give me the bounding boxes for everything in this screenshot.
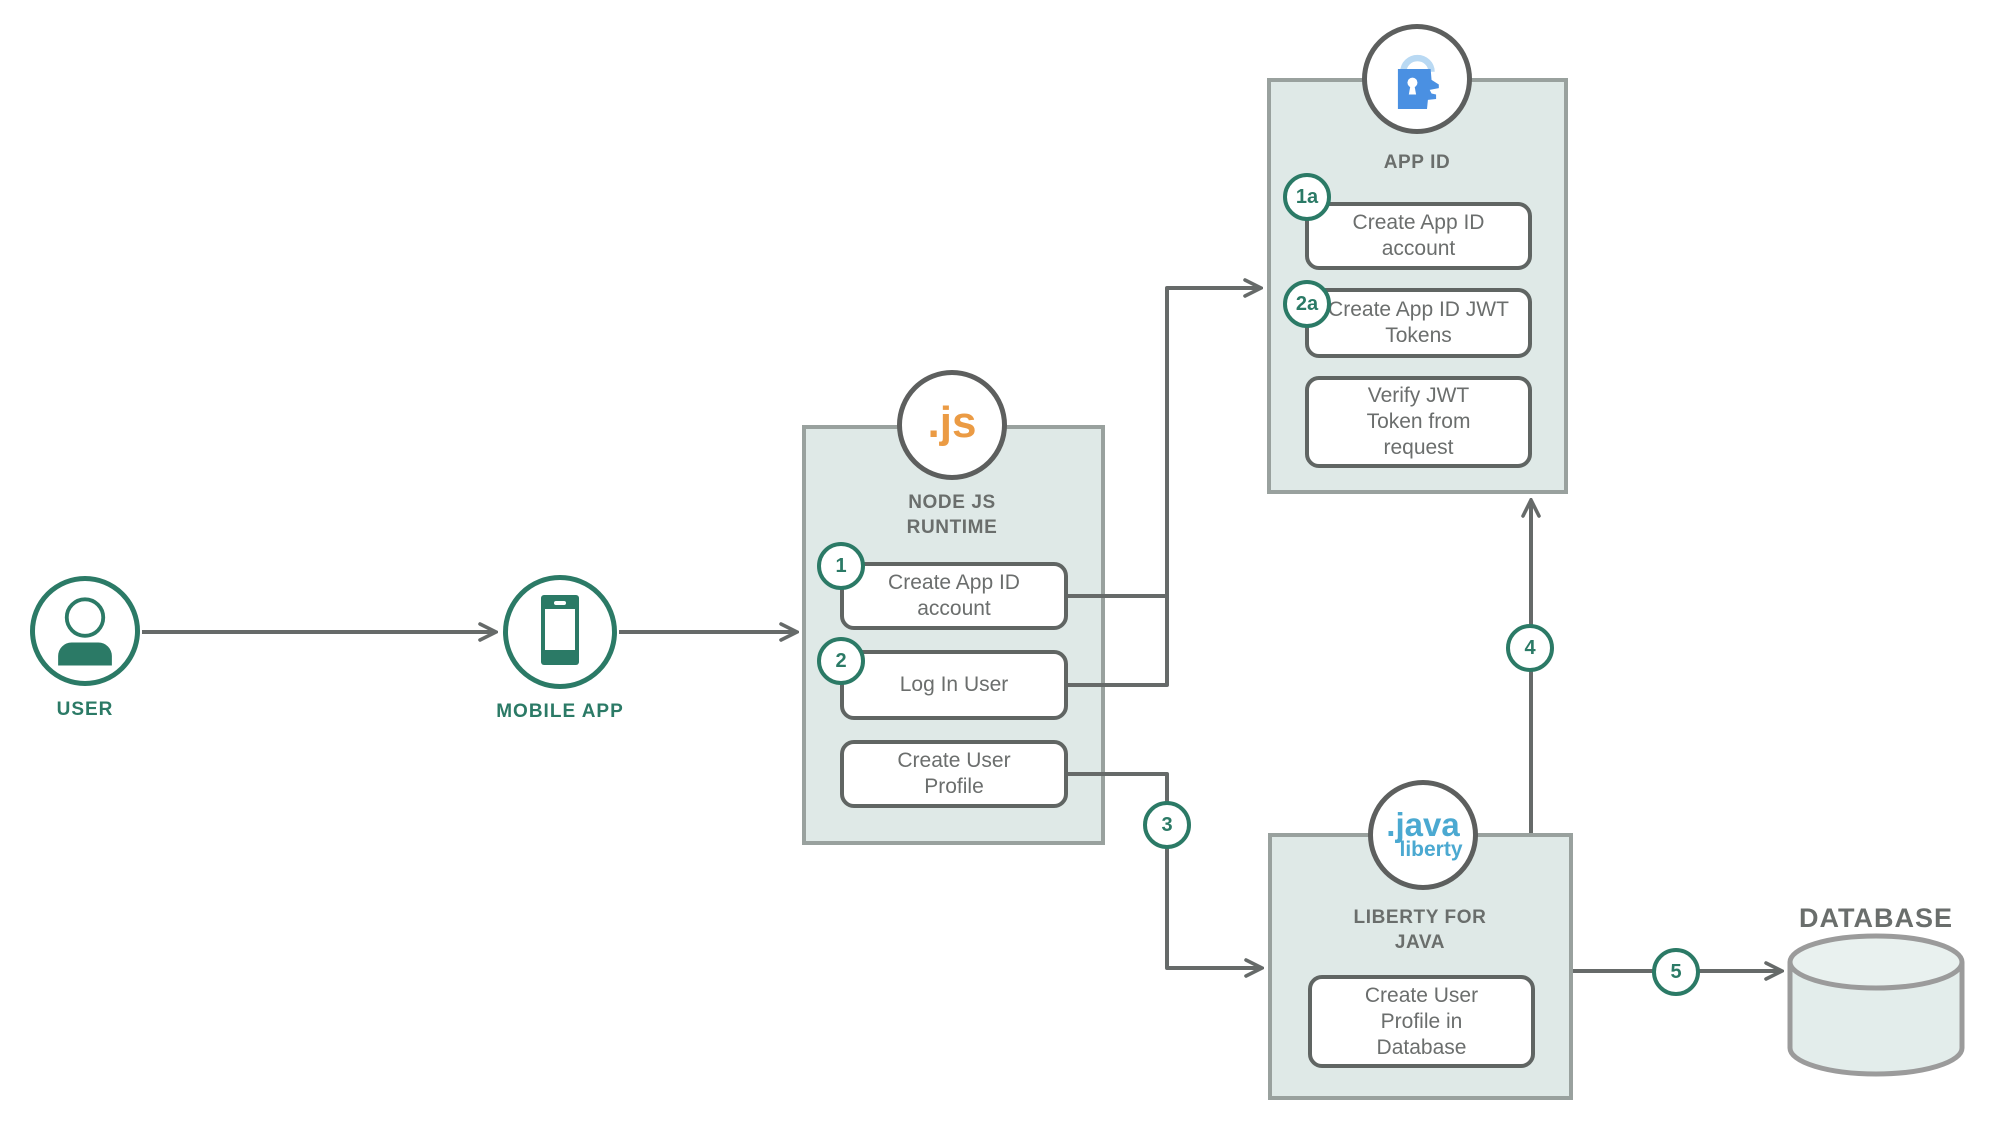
user-icon (58, 597, 112, 666)
nodejs-runtime-title: NODE JS RUNTIME (852, 490, 1052, 540)
badge-step-5: 5 (1652, 948, 1700, 996)
step-verify-jwt-token: Verify JWT Token from request (1305, 376, 1532, 468)
nodejs-title-line1: NODE JS (908, 492, 996, 513)
liberty-title: LIBERTY FOR JAVA (1320, 905, 1520, 955)
wire-step3-to-liberty (1068, 772, 1261, 968)
mobile-phone-icon (541, 595, 579, 665)
step-create-user-profile: Create User Profile (840, 740, 1068, 808)
badge-step-4: 4 (1506, 624, 1554, 672)
appid-lock-icon (1397, 54, 1439, 109)
nodejs-title-line2: RUNTIME (906, 517, 998, 538)
mobile-app-label: MOBILE APP (496, 701, 624, 722)
java-liberty-icon: .java (1386, 806, 1460, 843)
wire-steps12-to-appid (1068, 288, 1260, 687)
badge-step-3: 3 (1143, 801, 1191, 849)
user-avatar (30, 576, 140, 686)
step-1a-create-appid-account: Create App ID account (1305, 202, 1532, 270)
step-2a-create-appid-jwt-tokens: Create App ID JWT Tokens (1305, 288, 1532, 358)
mobile-app-node (503, 575, 617, 689)
badge-step-2a: 2a (1283, 280, 1331, 328)
database-cylinder-icon (1787, 933, 1965, 1077)
appid-logo-circle (1362, 24, 1472, 134)
step-create-user-profile-in-db: Create User Profile in Database (1308, 975, 1535, 1068)
step-create-appid-account: Create App ID account (840, 562, 1068, 630)
liberty-title-line1: LIBERTY FOR (1353, 907, 1487, 928)
user-label: USER (56, 699, 114, 720)
java-liberty-icon-sub: liberty (1399, 838, 1463, 861)
badge-step-1: 1 (817, 542, 865, 590)
badge-step-1a: 1a (1283, 173, 1331, 221)
badge-step-2: 2 (817, 637, 865, 685)
database-label: DATABASE (1799, 903, 1953, 933)
nodejs-logo-circle: .js (897, 370, 1007, 480)
liberty-logo-circle: .java liberty (1368, 780, 1478, 890)
nodejs-js-icon: .js (927, 398, 977, 447)
liberty-title-line2: JAVA (1394, 932, 1446, 953)
step-log-in-user: Log In User (840, 650, 1068, 720)
appid-title: APP ID (1383, 152, 1451, 173)
